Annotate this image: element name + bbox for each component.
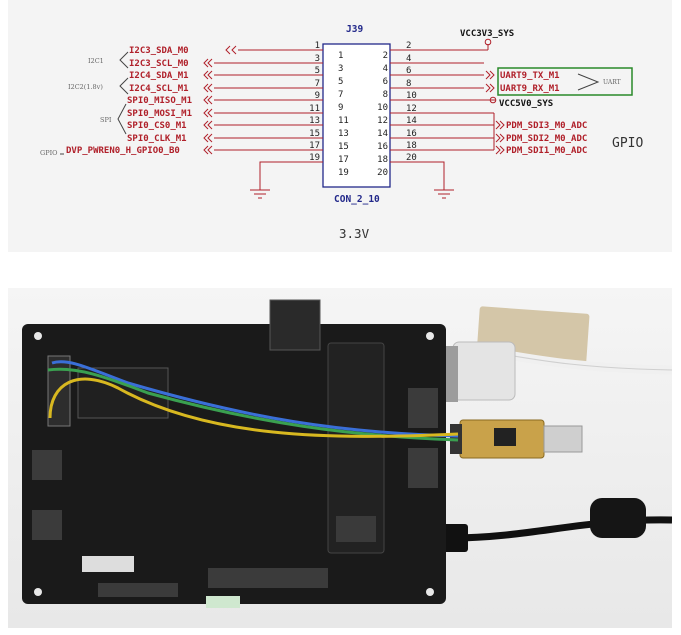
inner-pin-number: 8 xyxy=(383,90,388,100)
inner-pin-number: 1 xyxy=(338,51,343,61)
inner-pin-number: 5 xyxy=(338,77,343,87)
board-sticker xyxy=(82,556,134,572)
pin-number: 13 xyxy=(309,116,320,126)
connector-body xyxy=(322,43,391,188)
net-label-right-1: UART9_TX_M1 xyxy=(500,71,560,81)
usb-plug xyxy=(543,425,583,453)
pin-number: 8 xyxy=(406,79,411,89)
pin-number: 14 xyxy=(406,116,417,126)
net-label-left-2: I2C3_SCL_M0 xyxy=(129,59,189,69)
inner-pin-number: 2 xyxy=(383,51,388,61)
vcc5v0-label: VCC5V0_SYS xyxy=(499,99,553,109)
vcc5v0-symbol xyxy=(489,96,497,104)
power-ferrite xyxy=(590,498,646,538)
net-label-right-3: PDM_SDI3_M0_ADC xyxy=(506,121,587,131)
pin-number: 2 xyxy=(406,41,411,51)
board-photo-illustration xyxy=(8,288,672,628)
inner-pin-number: 17 xyxy=(338,155,349,165)
inner-pin-number: 19 xyxy=(338,168,349,178)
uart-highlight-box xyxy=(497,67,633,96)
inner-pin-number: 18 xyxy=(377,155,388,165)
net-label-right-4: PDM_SDI2_M0_ADC xyxy=(506,134,587,144)
net-label-left-8: SPI0_CLK_M1 xyxy=(127,134,187,144)
ground-symbols xyxy=(250,161,454,199)
inner-pin-number: 7 xyxy=(338,90,343,100)
inner-pin-number: 15 xyxy=(338,142,349,152)
group-label-i2c2: I2C2(1.8v) xyxy=(68,83,103,91)
pin-number: 17 xyxy=(309,141,320,151)
pin-number: 15 xyxy=(309,129,320,139)
wire-blue xyxy=(51,360,459,438)
pin-number: 9 xyxy=(315,91,320,101)
inner-pin-number: 13 xyxy=(338,129,349,139)
net-label-left-1: I2C3_SDA_M0 xyxy=(129,46,189,56)
net-label-right-2: UART9_RX_M1 xyxy=(500,84,560,94)
pin-number: 6 xyxy=(406,66,411,76)
net-label-right-5: PDM_SDI1_M0_ADC xyxy=(506,146,587,156)
connector-part: CON_2_10 xyxy=(334,194,380,205)
schematic-panel: J39 CON_2_10 xyxy=(8,0,672,252)
board-top-connector xyxy=(269,299,321,351)
vcc3v3-symbol xyxy=(484,38,492,46)
inner-pin-number: 4 xyxy=(383,64,388,74)
inner-pin-number: 11 xyxy=(338,116,349,126)
pin-number: 12 xyxy=(406,104,417,114)
gpio-label: GPIO xyxy=(612,136,643,151)
group-label-i2c1: I2C1 xyxy=(88,57,104,65)
group-label-uart: UART xyxy=(603,79,621,86)
connector-ref: J39 xyxy=(346,24,363,35)
voltage-note: 3.3V xyxy=(339,226,370,241)
group-label-spi: SPI xyxy=(100,116,112,124)
pin-number: 11 xyxy=(309,104,320,114)
net-label-left-6: SPI0_MOSI_M1 xyxy=(127,109,192,119)
pin-number: 20 xyxy=(406,153,417,163)
inner-pin-number: 14 xyxy=(377,129,388,139)
db9-connector xyxy=(452,341,516,401)
wire-yellow xyxy=(48,377,459,438)
pin-number: 1 xyxy=(315,41,320,51)
board-photo xyxy=(8,288,672,628)
net-label-left-5: SPI0_MISO_M1 xyxy=(127,96,192,106)
inner-pin-number: 9 xyxy=(338,103,343,113)
net-label-left-9: DVP_PWREN0_H_GPIO0_B0 xyxy=(66,146,180,156)
vcc3v3-label: VCC3V3_SYS xyxy=(460,29,514,39)
net-label-left-7: SPI0_CS0_M1 xyxy=(127,121,187,131)
net-label-left-3: I2C4_SDA_M1 xyxy=(129,71,189,81)
schematic-diagram: J39 CON_2_10 xyxy=(40,24,643,241)
pin-number: 19 xyxy=(309,153,320,163)
inner-pin-number: 6 xyxy=(383,77,388,87)
inner-pin-number: 10 xyxy=(377,103,388,113)
pin-number: 18 xyxy=(406,141,417,151)
pin-number: 4 xyxy=(406,54,411,64)
group-label-gpio-small: GPIO xyxy=(40,149,57,157)
inner-pin-number: 12 xyxy=(377,116,388,126)
net-label-left-4: I2C4_SCL_M1 xyxy=(129,84,189,94)
inner-pin-number: 3 xyxy=(338,64,343,74)
pin-number: 16 xyxy=(406,129,417,139)
pin-number: 3 xyxy=(315,54,320,64)
pin-number: 5 xyxy=(315,66,320,76)
pin-number: 10 xyxy=(406,91,417,101)
pin-number: 7 xyxy=(315,79,320,89)
inner-pin-number: 16 xyxy=(377,142,388,152)
inner-pin-number: 20 xyxy=(377,168,388,178)
